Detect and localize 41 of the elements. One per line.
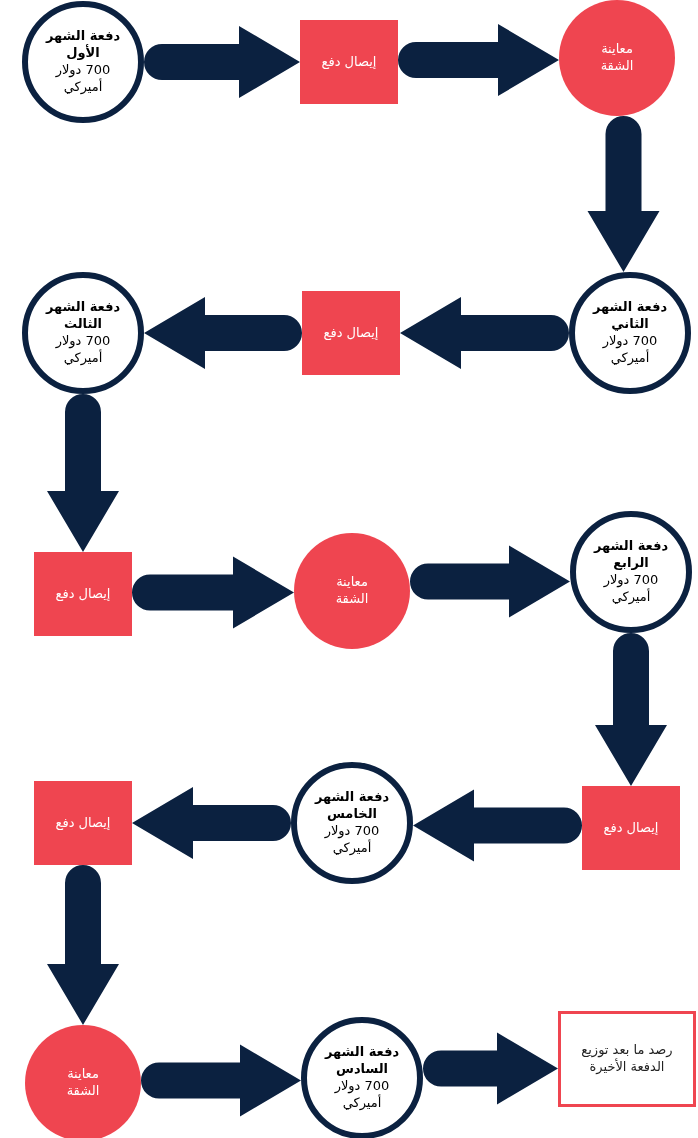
node-label: إيصال دفع	[323, 324, 379, 342]
payment-amount: 700 دولار أميركي	[601, 333, 659, 367]
arrow	[47, 394, 119, 552]
arrow	[400, 297, 569, 369]
arrow	[410, 545, 570, 618]
arrow	[132, 787, 291, 859]
node-label: إيصال دفع	[321, 53, 377, 71]
receipt-box	[582, 786, 680, 870]
node-label: معاينة الشقة	[599, 41, 635, 75]
node-label: إيصال دفع	[55, 814, 111, 832]
arrow	[141, 1044, 301, 1117]
payment-amount: 700 دولار أميركي	[602, 572, 660, 606]
arrow	[413, 789, 582, 862]
arrow	[144, 297, 302, 369]
payment-title: دفعة الشهر الثالث	[44, 299, 122, 333]
payment-title: دفعة الشهر الثاني	[591, 299, 669, 333]
payment-title: دفعة الشهر الرابع	[592, 538, 670, 572]
node-label: إيصال دفع	[55, 585, 111, 603]
receipt-box	[34, 552, 132, 636]
arrow	[398, 24, 559, 96]
receipt-box	[300, 20, 398, 104]
receipt-box	[302, 291, 400, 375]
payment-amount: 700 دولار أميركي	[323, 823, 381, 857]
node-label: رصد ما بعد توزيع الدفعة الأخيرة	[580, 1042, 674, 1076]
arrow	[595, 633, 667, 786]
payment-title: دفعة الشهر السادس	[323, 1044, 401, 1078]
monitoring-box	[558, 1011, 696, 1107]
arrow	[132, 556, 294, 629]
arrow	[587, 116, 660, 272]
arrow	[423, 1032, 558, 1105]
payment-amount: 700 دولار أميركي	[333, 1078, 391, 1112]
payment-amount: 700 دولار أميركي	[54, 62, 112, 96]
arrow	[47, 865, 119, 1025]
payment-title: دفعة الشهر الأول	[44, 28, 122, 62]
payment-title: دفعة الشهر الخامس	[313, 789, 391, 823]
arrow	[144, 26, 300, 98]
payment-amount: 700 دولار أميركي	[54, 333, 112, 367]
node-label: معاينة الشقة	[65, 1066, 101, 1100]
node-label: إيصال دفع	[603, 819, 659, 837]
receipt-box	[34, 781, 132, 865]
node-label: معاينة الشقة	[334, 574, 370, 608]
